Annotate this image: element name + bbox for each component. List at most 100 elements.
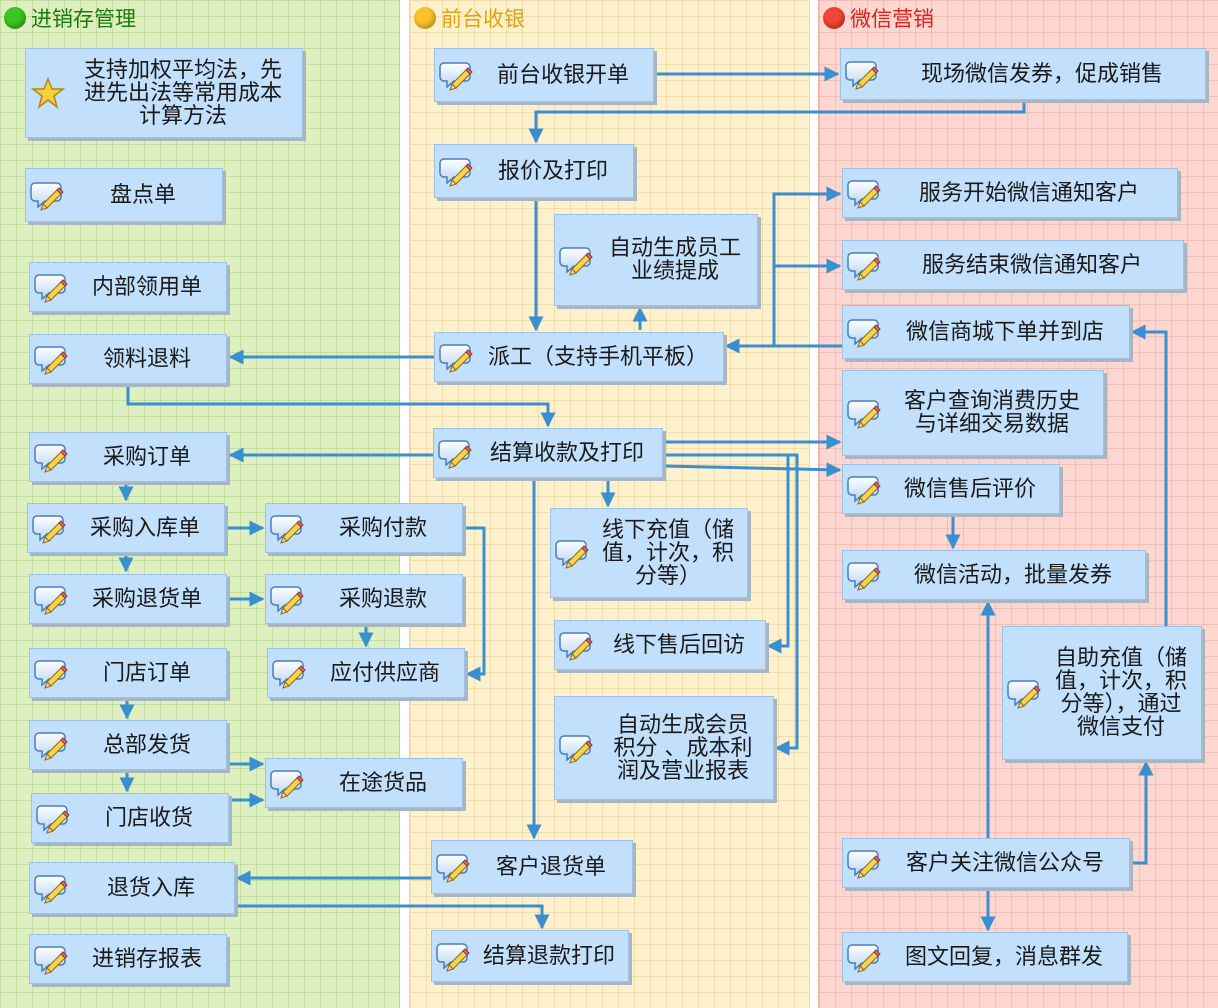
- note-pencil-icon: [439, 153, 475, 189]
- node-label: 门店订单: [102, 660, 191, 686]
- node-label: 门店收货: [104, 805, 193, 831]
- note-pencil-icon: [34, 655, 70, 691]
- node-label: 退货入库: [106, 875, 195, 901]
- red-dot-icon: [823, 7, 845, 29]
- node-campaign[interactable]: 微信活动，批量发券: [842, 550, 1146, 600]
- yellow-dot-icon: [414, 7, 436, 29]
- note-pencil-icon: [272, 655, 308, 691]
- note-pencil-icon: [847, 175, 883, 211]
- node-svc-start[interactable]: 服务开始微信通知客户: [842, 168, 1178, 218]
- node-revisit[interactable]: 线下售后回访: [554, 620, 766, 670]
- node-mall[interactable]: 微信商城下单并到店: [842, 305, 1130, 359]
- note-pencil-icon: [270, 510, 306, 546]
- node-review[interactable]: 微信售后评价: [842, 464, 1060, 514]
- node-self-recharge[interactable]: 自助充值（储 值，计次，积 分等），通过 微信支付: [1002, 626, 1202, 760]
- note-pencil-icon: [270, 765, 306, 801]
- node-store-recv[interactable]: 门店收货: [31, 793, 229, 843]
- node-quote[interactable]: 报价及打印: [434, 144, 634, 198]
- node-label: 进销存报表: [91, 946, 202, 972]
- note-pencil-icon: [559, 627, 595, 663]
- node-transit[interactable]: 在途货品: [265, 758, 463, 808]
- node-coupon[interactable]: 现场微信发券，促成销售: [840, 48, 1206, 100]
- lane-title: 微信营销: [850, 7, 934, 31]
- node-svc-end[interactable]: 服务结束微信通知客户: [842, 240, 1184, 290]
- note-pencil-icon: [34, 870, 70, 906]
- node-label: 采购退款: [338, 586, 427, 612]
- note-pencil-icon: [555, 535, 591, 571]
- node-cashier[interactable]: 前台收银开单: [434, 48, 654, 102]
- lane-header: 前台收银: [414, 2, 525, 34]
- node-store-order[interactable]: 门店订单: [29, 648, 227, 698]
- note-pencil-icon: [34, 439, 70, 475]
- note-pencil-icon: [32, 510, 68, 546]
- node-label: 采购付款: [338, 515, 427, 541]
- note-pencil-icon: [847, 247, 883, 283]
- node-label: 线下充值（储 值，计次，积 分等）: [601, 517, 734, 589]
- node-broadcast[interactable]: 图文回复，消息群发: [842, 932, 1128, 982]
- lane-header: 进销存管理: [4, 2, 136, 34]
- node-follow[interactable]: 客户关注微信公众号: [842, 838, 1130, 888]
- note-pencil-icon: [34, 269, 70, 305]
- note-pencil-icon: [845, 56, 881, 92]
- lane-header: 微信营销: [823, 2, 934, 34]
- node-history[interactable]: 客户查询消费历史 与详细交易数据: [842, 370, 1104, 456]
- node-label: 自助充值（储 值，计次，积 分等），通过 微信支付: [1054, 646, 1187, 740]
- note-pencil-icon: [847, 314, 883, 350]
- note-pencil-icon: [34, 727, 70, 763]
- node-label: 内部领用单: [91, 274, 202, 300]
- node-hq-ship[interactable]: 总部发货: [29, 720, 227, 770]
- node-label: 客户关注微信公众号: [905, 850, 1104, 876]
- node-cust-ret[interactable]: 客户退货单: [431, 840, 633, 894]
- node-label: 采购订单: [102, 444, 191, 470]
- node-points[interactable]: 自动生成会员 积分 、成本利 润及营业报表: [554, 696, 774, 800]
- lane-title: 前台收银: [441, 7, 525, 31]
- node-label: 结算收款及打印: [489, 440, 644, 466]
- node-po-in[interactable]: 采购入库单: [27, 503, 225, 553]
- node-label: 服务结束微信通知客户: [921, 252, 1142, 278]
- node-cost[interactable]: 支持加权平均法，先 进先出法等常用成本 计算方法: [25, 48, 303, 138]
- node-po-refund[interactable]: 采购退款: [265, 574, 463, 624]
- note-pencil-icon: [436, 938, 472, 974]
- node-label: 支持加权平均法，先 进先出法等常用成本 计算方法: [83, 57, 282, 129]
- note-pencil-icon: [1007, 675, 1043, 711]
- node-ret-in[interactable]: 退货入库: [29, 862, 235, 914]
- note-pencil-icon: [436, 849, 472, 885]
- node-label: 自动生成会员 积分 、成本利 润及营业报表: [613, 712, 753, 784]
- node-label: 报价及打印: [497, 158, 608, 184]
- node-dispatch[interactable]: 派工（支持手机平板）: [434, 332, 724, 382]
- node-stocktake[interactable]: 盘点单: [25, 168, 223, 222]
- node-po[interactable]: 采购订单: [29, 432, 227, 482]
- note-pencil-icon: [36, 800, 72, 836]
- note-pencil-icon: [847, 395, 883, 431]
- node-commission[interactable]: 自动生成员工 业绩提成: [554, 214, 758, 306]
- node-po-ret[interactable]: 采购退货单: [29, 574, 227, 624]
- note-pencil-icon: [438, 435, 474, 471]
- node-label: 领料退料: [102, 346, 191, 372]
- node-refund-print[interactable]: 结算退款打印: [431, 930, 629, 982]
- node-inv-report[interactable]: 进销存报表: [29, 934, 227, 984]
- note-pencil-icon: [34, 341, 70, 377]
- note-pencil-icon: [439, 339, 475, 375]
- note-pencil-icon: [847, 939, 883, 975]
- node-label: 结算退款打印: [482, 943, 615, 969]
- note-pencil-icon: [439, 57, 475, 93]
- note-pencil-icon: [30, 177, 66, 213]
- node-payable[interactable]: 应付供应商: [267, 648, 465, 698]
- node-internal-use[interactable]: 内部领用单: [29, 262, 227, 312]
- node-po-pay[interactable]: 采购付款: [265, 503, 463, 553]
- node-label: 应付供应商: [329, 660, 440, 686]
- node-recharge[interactable]: 线下充值（储 值，计次，积 分等）: [550, 508, 748, 598]
- green-dot-icon: [4, 7, 26, 29]
- node-label: 现场微信发券，促成销售: [920, 61, 1163, 87]
- node-material[interactable]: 领料退料: [29, 334, 227, 384]
- node-settle[interactable]: 结算收款及打印: [433, 428, 663, 478]
- node-label: 前台收银开单: [496, 62, 629, 88]
- note-pencil-icon: [34, 581, 70, 617]
- star-icon: [30, 75, 66, 111]
- node-label: 微信商城下单并到店: [905, 319, 1104, 345]
- lane-title: 进销存管理: [31, 7, 136, 31]
- note-pencil-icon: [34, 941, 70, 977]
- note-pencil-icon: [559, 242, 595, 278]
- node-label: 派工（支持手机平板）: [487, 344, 708, 370]
- node-label: 盘点单: [109, 182, 176, 208]
